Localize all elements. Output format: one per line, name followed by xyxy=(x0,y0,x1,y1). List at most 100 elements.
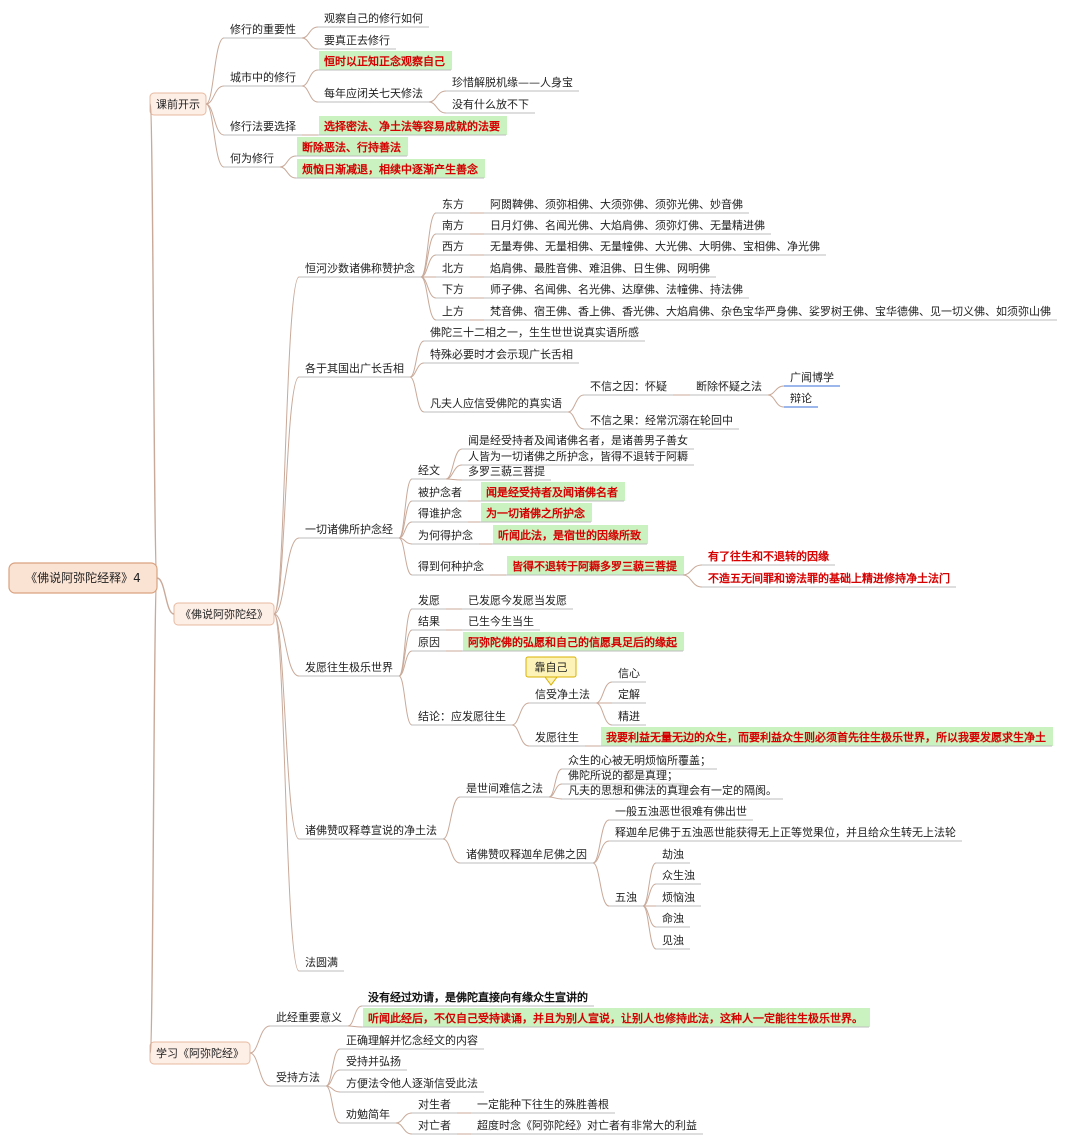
topic-31[interactable]: 凡夫人应信受佛陀的真实语 xyxy=(430,396,562,410)
leaf-30[interactable]: 特殊必要时才会示现广长舌相 xyxy=(430,347,573,361)
leaf-5[interactable]: 恒时以正知正念观察自己 xyxy=(324,54,445,68)
leaf-69[interactable]: 佛陀所说的都是真理； xyxy=(568,768,678,782)
topic-28[interactable]: 各于其国出广长舌相 xyxy=(305,361,404,375)
leaf-58[interactable]: 阿弥陀佛的弘愿和自己的信愿具足后的缘起 xyxy=(468,635,678,649)
topic-38[interactable]: 经文 xyxy=(418,463,440,477)
leaf-73[interactable]: 释迦牟尼佛于五浊恶世能获得无上正等觉果位，并且给众生转无上法轮 xyxy=(615,825,956,839)
topic-48[interactable]: 得到何种护念 xyxy=(418,559,484,573)
leaf-45[interactable]: 为一切诸佛之所护念 xyxy=(486,506,586,520)
leaf-84[interactable]: 听闻此经后，不仅自己受持读诵，并且为别人宣说，让别人也修持此法，这种人一定能往生… xyxy=(368,1011,863,1025)
leaf-70[interactable]: 凡夫的思想和佛法的真理会有一定的隔阂。 xyxy=(568,783,777,797)
leaf-12[interactable]: 断除恶法、行持善法 xyxy=(302,140,401,154)
connector xyxy=(409,362,425,378)
leaf-87[interactable]: 受持并弘扬 xyxy=(346,1054,401,1068)
topic-92[interactable]: 对亡者 xyxy=(418,1118,451,1132)
leaf-72[interactable]: 一般五浊恶世很难有佛出世 xyxy=(615,804,747,818)
leaf-91[interactable]: 一定能种下往生的殊胜善根 xyxy=(477,1097,609,1111)
leaf-8[interactable]: 没有什么放不下 xyxy=(452,97,529,111)
leaf-47[interactable]: 听闻此法，是宿世的因缘所致 xyxy=(498,528,642,542)
leaf-29[interactable]: 佛陀三十二相之一，生生世世说真实语所感 xyxy=(430,325,639,339)
leaf-23[interactable]: 焰肩佛、最胜音佛、难沮佛、日生佛、网明佛 xyxy=(490,261,710,275)
topic-67[interactable]: 是世间难信之法 xyxy=(466,781,543,795)
highlight-bg xyxy=(481,482,625,501)
leaf-10[interactable]: 选择密法、净土法等容易成就的法要 xyxy=(324,119,500,133)
direction[interactable]: 北方 xyxy=(442,261,464,275)
connector xyxy=(205,103,225,168)
leaf-88[interactable]: 方便法令他人逐渐信受此法 xyxy=(346,1076,478,1090)
leaf-75[interactable]: 劫浊 xyxy=(662,848,684,861)
leaf-51[interactable]: 不造五无间罪和谤法罪的基础上精进修持净土法门 xyxy=(708,571,950,585)
leaf-19[interactable]: 日月灯佛、名闻光佛、大焰肩佛、须弥灯佛、无量精进佛 xyxy=(490,218,765,232)
branch-study[interactable]: 学习《阿弥陀经》 xyxy=(156,1046,244,1060)
topic-15[interactable]: 恒河沙数诸佛称赞护念 xyxy=(305,261,415,275)
topic-59[interactable]: 结论：应发愿往生 xyxy=(418,709,506,723)
topic-55[interactable]: 结果 xyxy=(418,615,440,628)
leaf-43[interactable]: 闻是经受持者及闻诸佛名者 xyxy=(486,485,618,499)
leaf-63[interactable]: 精进 xyxy=(618,710,640,723)
direction[interactable]: 东方 xyxy=(442,197,464,211)
leaf-35[interactable]: 辩论 xyxy=(790,391,812,405)
topic-64[interactable]: 发愿往生 xyxy=(535,730,579,744)
topic-52[interactable]: 发愿往生极乐世界 xyxy=(305,660,393,674)
topic-53[interactable]: 发愿 xyxy=(418,593,440,607)
topic-37[interactable]: 一切诸佛所护念经 xyxy=(305,522,393,536)
topic-6[interactable]: 每年应闭关七天修法 xyxy=(324,86,423,100)
leaf-65[interactable]: 我要利益无量无边的众生，而要利益众生则必须首先往生极乐世界，所以我要发愿求生净土 xyxy=(606,730,1046,744)
leaf-36[interactable]: 不信之果：经常沉溺在轮回中 xyxy=(590,413,733,427)
topic-60[interactable]: 信受净土法 xyxy=(535,687,590,701)
topic-32[interactable]: 不信之因：怀疑 xyxy=(590,379,667,393)
leaf-68[interactable]: 众生的心被无明烦恼所覆盖； xyxy=(568,753,711,767)
leaf-7[interactable]: 珍惜解脱机缘——人身宝 xyxy=(452,75,573,89)
leaf-79[interactable]: 见浊 xyxy=(662,934,684,947)
leaf-41[interactable]: 多罗三藐三菩提 xyxy=(468,464,545,478)
topic-49[interactable]: 皆得不退转于阿耨多罗三藐三菩提 xyxy=(512,559,678,573)
topic-42[interactable]: 被护念者 xyxy=(418,485,462,499)
topic-66[interactable]: 诸佛赞叹释尊宣说的净土法 xyxy=(305,823,437,837)
topic-71[interactable]: 诸佛赞叹释迦牟尼佛之因 xyxy=(466,847,587,861)
leaf-83[interactable]: 没有经过劝请，是佛陀直接向有缘众生宣讲的 xyxy=(368,990,588,1004)
leaf-56[interactable]: 已生今生当生 xyxy=(468,614,534,628)
leaf-34[interactable]: 广闻博学 xyxy=(790,370,834,384)
topic-57[interactable]: 原因 xyxy=(418,636,440,649)
leaf-50[interactable]: 有了往生和不退转的因缘 xyxy=(708,549,829,563)
leaf-13[interactable]: 烦恼日渐减退，相续中逐渐产生善念 xyxy=(302,162,479,176)
leaf-2[interactable]: 观察自己的修行如何 xyxy=(324,11,423,25)
leaf-78[interactable]: 命浊 xyxy=(662,911,684,925)
leaf-80[interactable]: 法圆满 xyxy=(305,955,338,969)
direction[interactable]: 上方 xyxy=(442,304,464,318)
leaf-25[interactable]: 师子佛、名闻佛、名光佛、达摩佛、法幢佛、持法佛 xyxy=(490,282,743,296)
leaf-61[interactable]: 信心 xyxy=(618,667,640,680)
leaf-40[interactable]: 人皆为一切诸佛之所护念，皆得不退转于阿耨 xyxy=(468,449,688,463)
root-node[interactable]: 《佛说阿弥陀经释》4 xyxy=(8,562,158,594)
leaf-17[interactable]: 阿閦鞞佛、须弥相佛、大须弥佛、须弥光佛、妙音佛 xyxy=(490,197,743,211)
leaf-3[interactable]: 要真正去修行 xyxy=(324,33,390,47)
leaf-93[interactable]: 超度时念《阿弥陀经》对亡者有非常大的利益 xyxy=(477,1118,697,1132)
direction[interactable]: 南方 xyxy=(442,218,464,232)
topic-82[interactable]: 此经重要意义 xyxy=(276,1010,342,1024)
leaf-86[interactable]: 正确理解并忆念经文的内容 xyxy=(346,1033,478,1047)
topic-74[interactable]: 五浊 xyxy=(615,891,637,904)
topic-89[interactable]: 劝勉简年 xyxy=(346,1107,390,1121)
leaf-27[interactable]: 梵音佛、宿王佛、香上佛、香光佛、大焰肩佛、杂色宝华严身佛、娑罗树王佛、宝华德佛、… xyxy=(490,304,1051,318)
topic-85[interactable]: 受持方法 xyxy=(276,1070,320,1084)
branch-pre-lecture[interactable]: 课前开示 xyxy=(156,97,200,111)
leaf-76[interactable]: 众生浊 xyxy=(662,868,695,882)
leaf-62[interactable]: 定解 xyxy=(618,687,640,701)
topic-4[interactable]: 城市中的修行 xyxy=(230,70,296,84)
connector xyxy=(398,675,413,726)
direction[interactable]: 下方 xyxy=(442,282,464,296)
topic-44[interactable]: 得谁护念 xyxy=(418,506,462,520)
leaf-21[interactable]: 无量寿佛、无量相佛、无量幢佛、大光佛、大明佛、宝相佛、净光佛 xyxy=(490,239,820,253)
topic-1[interactable]: 修行的重要性 xyxy=(230,22,296,36)
topic-90[interactable]: 对生者 xyxy=(418,1097,451,1111)
leaf-77[interactable]: 烦恼浊 xyxy=(662,891,695,904)
connector xyxy=(398,537,413,576)
leaf-54[interactable]: 已发愿今发愿当发愿 xyxy=(468,593,567,607)
direction[interactable]: 西方 xyxy=(442,239,464,253)
topic-46[interactable]: 为何得护念 xyxy=(418,528,473,542)
branch-sutra[interactable]: 《佛说阿弥陀经》 xyxy=(180,607,268,621)
topic-9[interactable]: 修行法要选择 xyxy=(230,119,296,133)
topic-33[interactable]: 断除怀疑之法 xyxy=(696,379,762,393)
leaf-39[interactable]: 闻是经受持者及闻诸佛名者，是诸善男子善女 xyxy=(468,433,688,447)
topic-11[interactable]: 何为修行 xyxy=(230,151,274,165)
